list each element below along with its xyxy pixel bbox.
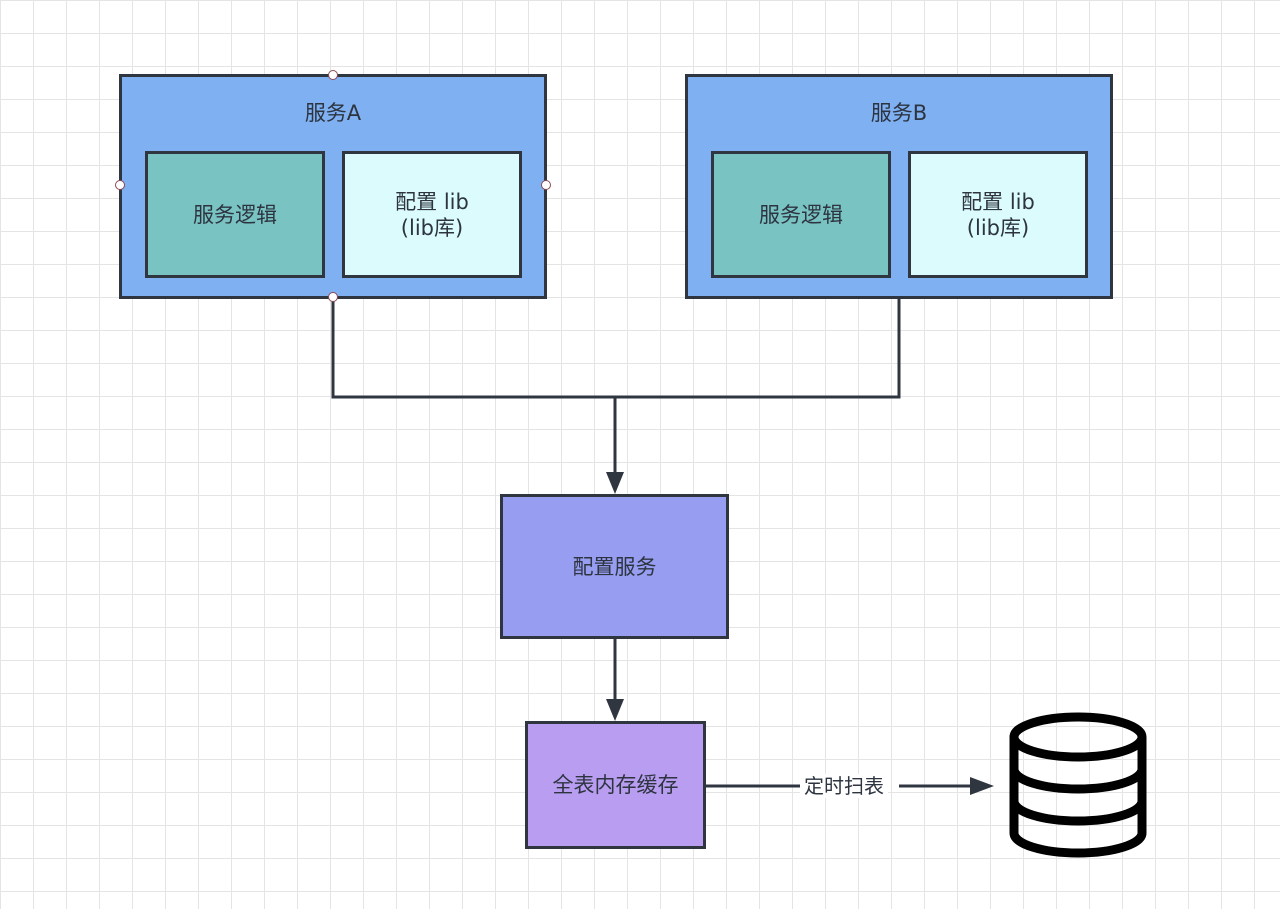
selection-handle-right[interactable] bbox=[541, 180, 551, 190]
service-a-title: 服务A bbox=[304, 101, 362, 125]
edge-scan-label[interactable]: 定时扫表 bbox=[800, 774, 888, 798]
service-b-title: 服务B bbox=[870, 101, 928, 125]
service-b-box[interactable]: 服务B 服务逻辑 配置 lib (lib库) bbox=[685, 74, 1113, 299]
service-a-box[interactable]: 服务A 服务逻辑 配置 lib (lib库) bbox=[119, 74, 547, 299]
arrowhead-database bbox=[970, 777, 994, 795]
config-service-box[interactable]: 配置服务 bbox=[500, 494, 729, 639]
arrowhead-cache bbox=[606, 699, 624, 721]
selection-handle-bottom[interactable] bbox=[328, 292, 338, 302]
selection-handle-top[interactable] bbox=[328, 70, 338, 80]
edge-service-a bbox=[331, 298, 901, 399]
cache-label: 全表内存缓存 bbox=[552, 773, 679, 797]
service-b-lib-label: 配置 lib (lib库) bbox=[911, 154, 1085, 275]
service-b-logic-box[interactable]: 服务逻辑 bbox=[711, 151, 891, 278]
arrowhead-config-service bbox=[606, 472, 624, 494]
cache-box[interactable]: 全表内存缓存 bbox=[525, 721, 706, 849]
service-b-lib-line2: (lib库) bbox=[966, 215, 1030, 240]
service-a-logic-label: 服务逻辑 bbox=[193, 202, 277, 227]
service-b-lib-box[interactable]: 配置 lib (lib库) bbox=[908, 151, 1088, 278]
service-b-logic-label: 服务逻辑 bbox=[759, 202, 843, 227]
service-a-lib-line2: (lib库) bbox=[400, 215, 464, 240]
service-a-logic-box[interactable]: 服务逻辑 bbox=[145, 151, 325, 278]
config-service-label: 配置服务 bbox=[572, 554, 657, 579]
selection-handle-left[interactable] bbox=[115, 180, 125, 190]
service-a-lib-box[interactable]: 配置 lib (lib库) bbox=[342, 151, 522, 278]
service-a-lib-line1: 配置 lib bbox=[395, 189, 469, 214]
service-b-lib-line1: 配置 lib bbox=[961, 189, 1035, 214]
service-a-lib-label: 配置 lib (lib库) bbox=[345, 154, 519, 275]
database-icon[interactable] bbox=[1006, 710, 1150, 860]
